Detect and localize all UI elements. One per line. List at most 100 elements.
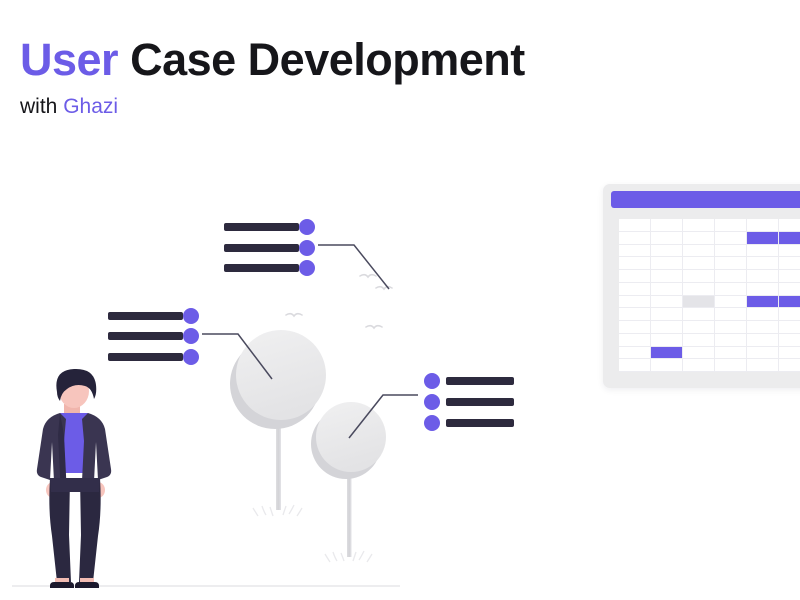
gantt-cell[interactable]	[747, 270, 779, 283]
gantt-cell[interactable]	[747, 308, 779, 321]
gantt-cell[interactable]	[715, 282, 747, 296]
feature-list-top[interactable]	[224, 219, 315, 276]
gantt-cell[interactable]	[683, 333, 715, 347]
gantt-cell[interactable]	[779, 308, 800, 321]
gantt-schedule-card[interactable]	[603, 184, 800, 388]
gantt-cell[interactable]	[747, 333, 779, 347]
feature-list-middle[interactable]	[108, 308, 199, 365]
gantt-cell[interactable]	[619, 282, 651, 296]
feature-list-right[interactable]	[424, 373, 514, 431]
gantt-cell[interactable]	[715, 270, 747, 283]
gantt-cell[interactable]	[619, 359, 651, 372]
gantt-cell[interactable]	[651, 359, 683, 372]
gantt-cell[interactable]	[651, 231, 683, 245]
gantt-cell[interactable]	[651, 321, 683, 334]
gantt-cell[interactable]	[779, 283, 800, 296]
gantt-cell[interactable]	[619, 219, 651, 232]
list-dot	[183, 328, 199, 344]
gantt-cell[interactable]	[651, 295, 683, 309]
gantt-cell[interactable]	[619, 308, 651, 321]
gantt-cell[interactable]	[683, 321, 715, 334]
gantt-cell[interactable]	[651, 257, 683, 270]
gantt-cell[interactable]	[619, 321, 651, 334]
gantt-cell[interactable]	[779, 347, 800, 360]
list-bar	[108, 353, 183, 361]
list-dot	[183, 308, 199, 324]
gantt-cell[interactable]	[747, 244, 779, 258]
gantt-cell[interactable]	[651, 282, 683, 296]
person-jacket-shadow	[58, 413, 67, 495]
gantt-cell[interactable]	[715, 308, 747, 321]
gantt-cell[interactable]	[747, 295, 779, 309]
gantt-cell[interactable]	[715, 321, 747, 334]
gantt-cell[interactable]	[747, 346, 779, 360]
gantt-cell[interactable]	[619, 231, 651, 245]
gantt-cell[interactable]	[715, 295, 747, 309]
page-subtitle-prefix: with	[20, 95, 58, 119]
gantt-cell[interactable]	[683, 244, 715, 258]
gantt-cell[interactable]	[683, 346, 715, 360]
gantt-cell[interactable]	[683, 257, 715, 270]
list-dot	[424, 373, 440, 389]
gantt-cell[interactable]	[747, 359, 779, 372]
gantt-cell[interactable]	[779, 245, 800, 258]
gantt-cell[interactable]	[779, 257, 800, 270]
person-pants-center	[50, 478, 100, 492]
person-shoe-right	[75, 582, 99, 588]
gantt-cell[interactable]	[715, 257, 747, 270]
gantt-cell[interactable]	[619, 346, 651, 360]
tree-large-canopy	[236, 330, 326, 420]
gantt-cell[interactable]	[715, 231, 747, 245]
page-title-rest: Case Development	[130, 34, 525, 85]
gantt-cell[interactable]	[651, 270, 683, 283]
list-bar	[224, 223, 299, 231]
gantt-cell[interactable]	[619, 244, 651, 258]
gantt-cell[interactable]	[651, 346, 683, 360]
standing-person	[36, 368, 112, 588]
gantt-cell[interactable]	[779, 334, 800, 347]
gantt-cell[interactable]	[619, 257, 651, 270]
gantt-cell[interactable]	[779, 321, 800, 334]
gantt-cell[interactable]	[619, 333, 651, 347]
gantt-cell[interactable]	[683, 219, 715, 232]
gantt-cell[interactable]	[779, 359, 800, 372]
bird-icon	[375, 285, 393, 291]
gantt-cell[interactable]	[779, 231, 800, 245]
gantt-cell[interactable]	[651, 219, 683, 232]
gantt-cell[interactable]	[715, 346, 747, 360]
gantt-cell[interactable]	[747, 231, 779, 245]
gantt-cell[interactable]	[715, 244, 747, 258]
list-dot	[299, 219, 315, 235]
gantt-cell[interactable]	[651, 308, 683, 321]
gantt-cell[interactable]	[683, 270, 715, 283]
person-ankle-left	[55, 578, 69, 584]
list-bar	[446, 398, 514, 406]
gantt-cell[interactable]	[715, 359, 747, 372]
gantt-cell[interactable]	[619, 270, 651, 283]
gantt-cell[interactable]	[619, 295, 651, 309]
bird-icon	[365, 324, 383, 330]
gantt-cell[interactable]	[683, 295, 715, 309]
gantt-cell[interactable]	[683, 359, 715, 372]
list-dot	[183, 349, 199, 365]
gantt-cell[interactable]	[651, 244, 683, 258]
gantt-cell[interactable]	[683, 231, 715, 245]
gantt-cell[interactable]	[779, 270, 800, 283]
gantt-cell[interactable]	[715, 333, 747, 347]
gantt-cell[interactable]	[683, 308, 715, 321]
gantt-cell[interactable]	[747, 321, 779, 334]
gantt-cell[interactable]	[651, 333, 683, 347]
tree-small-canopy	[316, 402, 386, 472]
tree-small	[311, 402, 386, 563]
gantt-grid[interactable]	[619, 219, 800, 372]
person-shoe-left	[50, 582, 74, 588]
tree-small-grass	[324, 550, 373, 563]
gantt-cell[interactable]	[747, 219, 779, 232]
gantt-cell[interactable]	[683, 282, 715, 296]
gantt-cell[interactable]	[779, 219, 800, 232]
gantt-cell[interactable]	[747, 282, 779, 296]
gantt-cell[interactable]	[715, 219, 747, 232]
gantt-cell[interactable]	[747, 257, 779, 270]
gantt-cell[interactable]	[779, 295, 800, 309]
